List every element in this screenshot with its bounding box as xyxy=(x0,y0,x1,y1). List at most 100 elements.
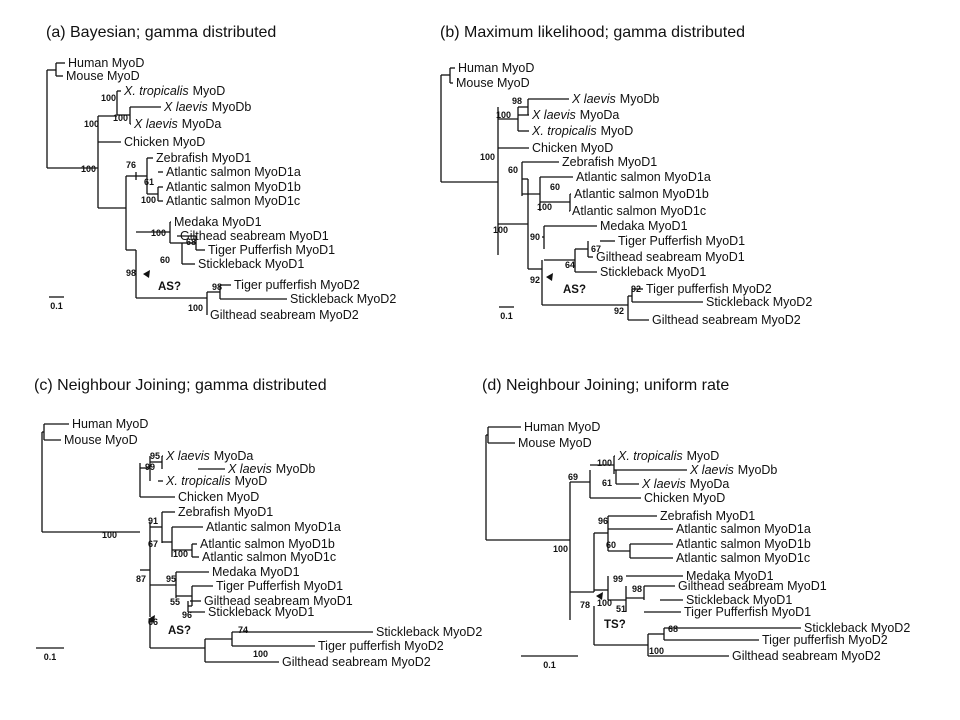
leaf-label: X laevis MyoDb xyxy=(689,463,777,477)
support-value: 67 xyxy=(148,539,158,549)
support-value: 100 xyxy=(480,152,495,162)
panel-title: (b) Maximum likelihood; gamma distribute… xyxy=(440,24,745,41)
leaf-gene: MyoDb xyxy=(738,463,778,477)
leaf-label: Tiger Pufferfish MyoD1 xyxy=(208,243,335,257)
support-value: 96 xyxy=(598,516,608,526)
leaf-label: Atlantic salmon MyoD1c xyxy=(572,204,706,218)
panel-title: (a) Bayesian; gamma distributed xyxy=(46,24,276,41)
support-value: 100 xyxy=(188,303,203,313)
leaf-label: Tiger pufferfish MyoD2 xyxy=(318,639,444,653)
support-value: 100 xyxy=(113,113,128,123)
leaf-label: Atlantic salmon MyoD1b xyxy=(676,537,811,551)
support-value: 100 xyxy=(253,649,268,659)
leaf-gene: MyoDb xyxy=(620,92,660,106)
support-value: 100 xyxy=(553,544,568,554)
duplication-arrow-icon xyxy=(596,592,603,600)
support-value: 60 xyxy=(550,182,560,192)
leaf-label: Gilthead seabream MyoD1 xyxy=(678,579,827,593)
leaf-species-italic: X laevis xyxy=(165,449,210,463)
leaf-label: Gilthead seabream MyoD2 xyxy=(732,649,881,663)
scale-bar-label: 0.1 xyxy=(500,311,513,321)
leaf-label: Tiger Pufferfish MyoD1 xyxy=(684,605,811,619)
leaf-label: Tiger pufferfish MyoD2 xyxy=(646,282,772,296)
leaf-label: Atlantic salmon MyoD1c xyxy=(676,551,810,565)
leaf-label: Stickleback MyoD1 xyxy=(600,265,706,279)
leaf-species-italic: X laevis xyxy=(689,463,734,477)
support-value: 98 xyxy=(632,584,642,594)
leaf-label: Zebrafish MyoD1 xyxy=(562,155,657,169)
leaf-label: Tiger Pufferfish MyoD1 xyxy=(618,234,745,248)
leaf-label: Stickleback MyoD1 xyxy=(198,257,304,271)
leaf-label: Gilthead seabream MyoD1 xyxy=(596,250,745,264)
leaf-species-italic: X laevis xyxy=(641,477,686,491)
support-value: 100 xyxy=(151,228,166,238)
support-value: 68 xyxy=(186,237,196,247)
support-value: 51 xyxy=(616,604,626,614)
leaf-species-italic: X. tropicalis xyxy=(165,474,231,488)
leaf-gene: MyoDa xyxy=(580,108,620,122)
support-value: 100 xyxy=(597,458,612,468)
support-value: 100 xyxy=(597,598,612,608)
leaf-label: Human MyoD xyxy=(524,420,600,434)
leaf-label: Zebrafish MyoD1 xyxy=(156,151,251,165)
support-value: 98 xyxy=(126,268,136,278)
support-value: 100 xyxy=(496,110,511,120)
leaf-label: Atlantic salmon MyoD1a xyxy=(576,170,711,184)
leaf-label: Atlantic salmon MyoD1c xyxy=(166,194,300,208)
leaf-label: Medaka MyoD1 xyxy=(174,215,262,229)
leaf-gene: MyoD xyxy=(687,449,720,463)
support-value: 98 xyxy=(212,282,222,292)
leaf-species-italic: X laevis xyxy=(531,108,576,122)
leaf-species-italic: X. tropicalis xyxy=(123,84,189,98)
leaf-gene: MyoDa xyxy=(182,117,222,131)
duplication-arrow-icon xyxy=(148,615,155,623)
leaf-label: Stickleback MyoD2 xyxy=(804,621,910,635)
leaf-label: X laevis MyoDa xyxy=(165,449,253,463)
leaf-gene: MyoDa xyxy=(214,449,254,463)
leaf-species-italic: X laevis xyxy=(133,117,178,131)
leaf-label: Gilthead seabream MyoD1 xyxy=(204,594,353,608)
scale-bar-label: 0.1 xyxy=(543,660,556,670)
support-value: 78 xyxy=(580,600,590,610)
leaf-label: Stickleback MyoD1 xyxy=(686,593,792,607)
leaf-label: Human MyoD xyxy=(68,56,144,70)
leaf-label: Chicken MyoD xyxy=(178,490,259,504)
leaf-label: Tiger pufferfish MyoD2 xyxy=(234,278,360,292)
leaf-label: Gilthead seabream MyoD1 xyxy=(180,229,329,243)
scale-bar-label: 0.1 xyxy=(50,301,63,311)
support-value: 68 xyxy=(668,624,678,634)
leaf-gene: MyoDb xyxy=(212,100,252,114)
support-value: 99 xyxy=(613,574,623,584)
support-value: 100 xyxy=(84,119,99,129)
leaf-label: Medaka MyoD1 xyxy=(686,569,774,583)
leaf-label: Zebrafish MyoD1 xyxy=(178,505,273,519)
support-value: 100 xyxy=(101,93,116,103)
tree-panel-b: (b) Maximum likelihood; gamma distribute… xyxy=(440,24,812,327)
leaf-label: Zebrafish MyoD1 xyxy=(660,509,755,523)
support-value: 100 xyxy=(141,195,156,205)
leaf-label: Atlantic salmon MyoD1a xyxy=(676,522,811,536)
support-value: 100 xyxy=(81,164,96,174)
leaf-label: Human MyoD xyxy=(458,61,534,75)
duplication-arrow-icon xyxy=(143,270,150,278)
support-value: 95 xyxy=(166,574,176,584)
duplication-label: AS? xyxy=(563,284,586,296)
scale-bar-label: 0.1 xyxy=(44,652,57,662)
support-value: 95 xyxy=(150,451,160,461)
leaf-label: Atlantic salmon MyoD1b xyxy=(200,537,335,551)
support-value: 61 xyxy=(602,478,612,488)
leaf-label: Chicken MyoD xyxy=(644,491,725,505)
support-value: 92 xyxy=(530,275,540,285)
support-value: 100 xyxy=(537,202,552,212)
support-value: 98 xyxy=(512,96,522,106)
leaf-label: Stickleback MyoD1 xyxy=(208,605,314,619)
support-value: 100 xyxy=(102,530,117,540)
duplication-arrow-icon xyxy=(546,273,553,281)
leaf-label: Gilthead seabream MyoD2 xyxy=(210,308,359,322)
leaf-label: Tiger pufferfish MyoD2 xyxy=(762,633,888,647)
leaf-label: Mouse MyoD xyxy=(66,69,140,83)
